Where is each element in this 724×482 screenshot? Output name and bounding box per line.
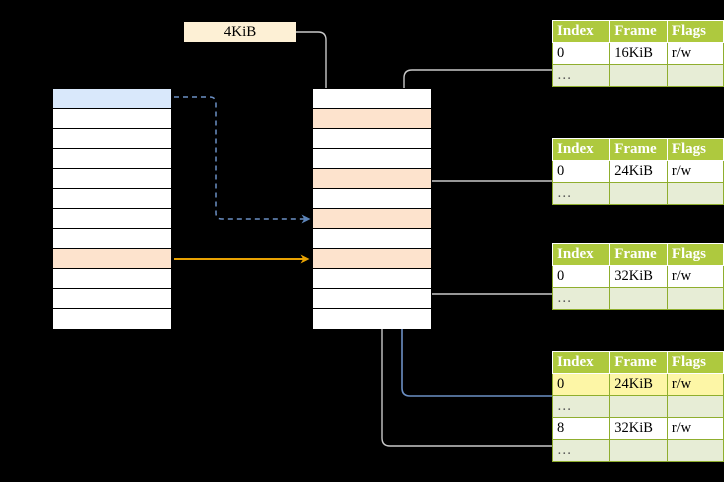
- column-header: Flags: [666, 138, 724, 161]
- table-cell: r/w: [666, 265, 724, 288]
- table-row: …: [551, 439, 724, 462]
- table-cell: 32KiB: [609, 265, 668, 288]
- memory-row: [313, 209, 431, 229]
- table-row: …: [551, 395, 724, 418]
- table-cell: …: [551, 64, 611, 87]
- memory-row: [53, 229, 171, 249]
- table-cell: …: [551, 439, 611, 462]
- column-header: Index: [551, 351, 611, 374]
- table-cell: [609, 287, 668, 310]
- memory-row: [313, 149, 431, 169]
- table-cell: r/w: [666, 160, 724, 183]
- table-cell: [666, 64, 724, 87]
- column-header: Flags: [666, 351, 724, 374]
- table-cell: …: [551, 182, 611, 205]
- table-cell: …: [551, 287, 611, 310]
- wire-table2-to-frame: [418, 180, 552, 214]
- table-cell: [666, 182, 724, 205]
- memory-row: [53, 109, 171, 129]
- column-header: Flags: [666, 243, 724, 266]
- memory-row: [53, 209, 171, 229]
- table-cell: r/w: [666, 373, 724, 396]
- memory-row: [53, 309, 171, 329]
- table-cell: 24KiB: [609, 160, 668, 183]
- table-cell: 0: [551, 373, 611, 396]
- memory-row: [53, 189, 171, 209]
- table-cell: [666, 395, 724, 418]
- physical-memory-column: [312, 88, 432, 329]
- column-header: Frame: [609, 243, 668, 266]
- column-header: Index: [551, 243, 611, 266]
- table-cell: 0: [551, 265, 611, 288]
- memory-row: [53, 169, 171, 189]
- column-header: Frame: [609, 138, 668, 161]
- wire-virtual-page-to-frame: [174, 96, 311, 224]
- table-cell: 32KiB: [609, 417, 668, 440]
- table-cell: [609, 395, 668, 418]
- page-size-label: 4KiB: [184, 22, 296, 42]
- memory-row: [313, 89, 431, 109]
- table-row: …: [551, 182, 724, 205]
- column-header: Index: [551, 138, 611, 161]
- table-row: …: [551, 64, 724, 87]
- memory-row: [53, 249, 171, 269]
- table-row: …: [551, 287, 724, 310]
- table-cell: [609, 64, 668, 87]
- column-header: Frame: [609, 351, 668, 374]
- table-cell: [666, 439, 724, 462]
- memory-row: [313, 169, 431, 189]
- table-cell: [609, 439, 668, 462]
- table-cell: [609, 182, 668, 205]
- memory-row: [53, 129, 171, 149]
- memory-row: [53, 269, 171, 289]
- column-header: Flags: [666, 20, 724, 43]
- memory-row: [313, 309, 431, 329]
- table-cell: r/w: [666, 417, 724, 440]
- memory-row: [53, 89, 171, 109]
- column-header: Index: [551, 20, 611, 43]
- memory-row: [313, 229, 431, 249]
- memory-row: [313, 249, 431, 269]
- memory-row: [53, 149, 171, 169]
- memory-row: [313, 129, 431, 149]
- table-cell: r/w: [666, 42, 724, 65]
- memory-row: [313, 189, 431, 209]
- table-cell: 16KiB: [609, 42, 668, 65]
- table-cell: [666, 287, 724, 310]
- memory-row: [53, 289, 171, 309]
- table-cell: 24KiB: [609, 373, 668, 396]
- memory-row: [313, 109, 431, 129]
- table-cell: …: [551, 395, 611, 418]
- virtual-address-space-column: [52, 88, 172, 329]
- table-cell: 8: [551, 417, 611, 440]
- column-header: Frame: [609, 20, 668, 43]
- table-cell: 0: [551, 160, 611, 183]
- memory-row: [313, 289, 431, 309]
- table-cell: 0: [551, 42, 611, 65]
- memory-row: [313, 269, 431, 289]
